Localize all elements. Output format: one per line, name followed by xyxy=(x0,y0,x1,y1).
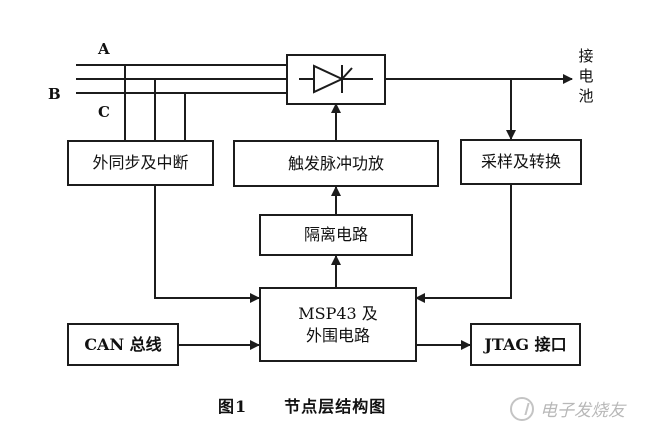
thyristor-gate xyxy=(341,67,353,80)
sample-convert-block: 采样及转换 xyxy=(460,139,582,185)
battery-label: 接 电 池 xyxy=(576,46,596,106)
can-bus-label: CAN 总线 xyxy=(84,334,162,354)
battery-label-char-1: 接 xyxy=(578,47,594,65)
trigger-amp-label: 触发脉冲功放 xyxy=(287,153,384,173)
sample-to-mcu xyxy=(415,185,512,303)
sync-interrupt-label: 外同步及中断 xyxy=(92,153,189,173)
figure-caption: 图1 节点层结构图 xyxy=(218,393,386,417)
figure-number: 图1 xyxy=(218,397,248,416)
can-bus-block: CAN 总线 xyxy=(67,323,179,366)
sync-interrupt-block: 外同步及中断 xyxy=(67,140,214,186)
figure-title: 节点层结构图 xyxy=(284,397,387,416)
thyristor-symbol xyxy=(313,64,345,94)
battery-label-char-2: 电 xyxy=(578,67,594,85)
watermark-text: 电子发烧友 xyxy=(540,401,625,421)
sync-to-mcu xyxy=(154,186,260,303)
trigger-amp-block: 触发脉冲功放 xyxy=(233,140,439,187)
mcu-label-line2: 外围电路 xyxy=(305,325,370,345)
mcu-block: MSP43 及 外围电路 xyxy=(259,287,417,362)
watermark: 电子发烧友 xyxy=(510,396,625,421)
phase-a-label: A xyxy=(98,40,110,58)
sample-convert-label: 采样及转换 xyxy=(480,152,561,172)
battery-label-char-3: 池 xyxy=(578,87,594,105)
isolation-block: 隔离电路 xyxy=(259,214,413,256)
phase-c-label: C xyxy=(98,103,110,121)
watermark-logo-icon xyxy=(510,396,534,421)
jtag-label: JTAG 接口 xyxy=(484,334,567,354)
jtag-block: JTAG 接口 xyxy=(470,323,581,366)
isolation-label: 隔离电路 xyxy=(303,225,368,245)
mcu-label-line1: MSP43 及 xyxy=(298,303,378,323)
phase-b-label: B xyxy=(48,85,61,103)
